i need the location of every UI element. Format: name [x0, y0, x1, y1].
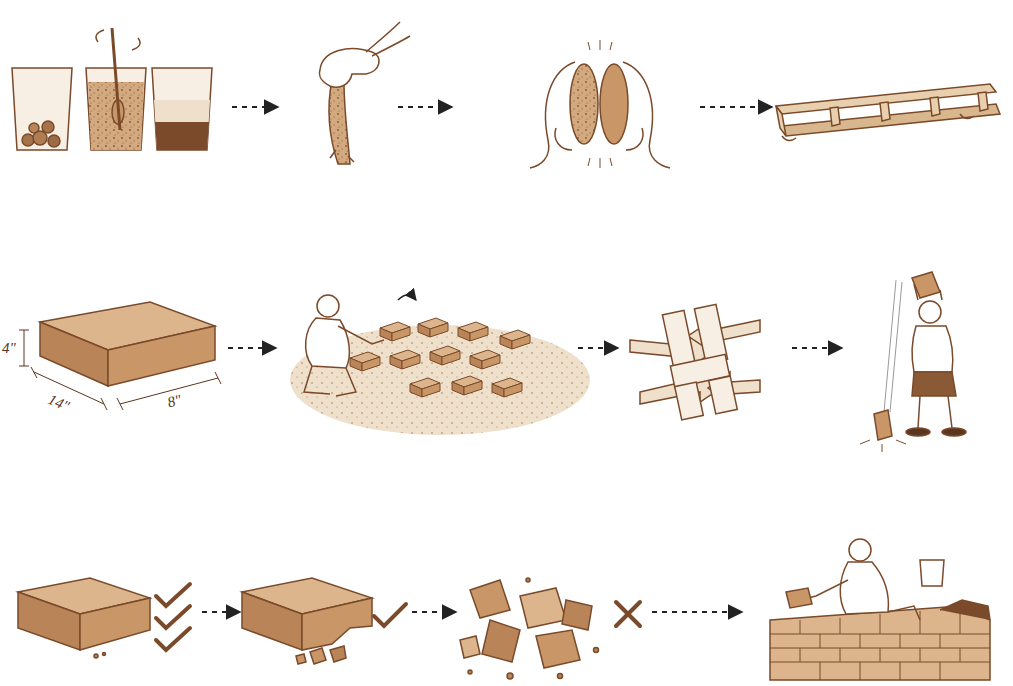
drop-test-worker: [860, 272, 966, 452]
brick-dimensions: [19, 302, 221, 410]
dashed-arrows: [202, 107, 842, 612]
check-marks: [156, 584, 406, 650]
wall-building-worker: [770, 539, 990, 680]
curing-stack: [630, 304, 760, 420]
ball-break-hands: [530, 40, 670, 168]
brick-mold: [776, 84, 1000, 141]
dimension-label: 4": [2, 341, 16, 356]
jar-test-glasses: [12, 28, 212, 150]
turning-bricks-worker: [290, 295, 590, 435]
reject-mark: [616, 602, 640, 626]
dimension-label: 8": [166, 392, 183, 410]
ribbon-test-hand: [319, 22, 410, 164]
drop-test-results: [18, 578, 599, 679]
dimension-label: 14": [46, 392, 72, 414]
